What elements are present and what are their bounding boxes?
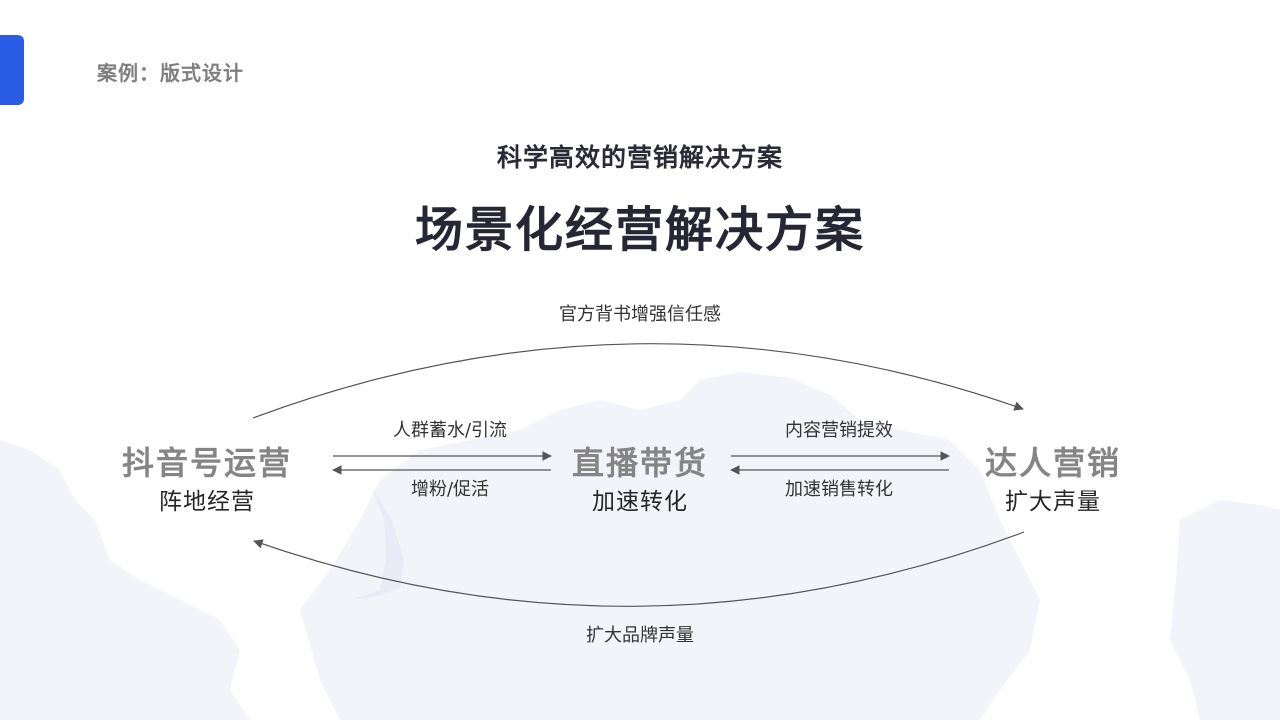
section-label: 案例：版式设计 <box>97 61 244 85</box>
node-subtitle: 阵地经营 <box>159 489 255 515</box>
label-left-forward: 人群蓄水/引流 <box>392 420 508 441</box>
page-title: 场景化经营解决方案 <box>414 202 865 258</box>
arc-top-arrow <box>252 343 1024 419</box>
map-shape-west <box>0 440 250 720</box>
label-top-arc: 官方背书增强信任感 <box>559 304 721 325</box>
arc-bottom-arrow <box>253 531 1025 607</box>
node-influencer-marketing: 达人营销 扩大声量 <box>933 443 1173 517</box>
map-shape-center <box>300 372 1040 720</box>
node-subtitle: 加速转化 <box>592 489 688 515</box>
page-subtitle: 科学高效的营销解决方案 <box>496 143 783 172</box>
accent-bar <box>0 35 24 105</box>
label-right-back: 加速销售转化 <box>785 479 893 500</box>
node-douyin-account: 抖音号运营 阵地经营 <box>87 443 327 517</box>
node-name: 抖音号运营 <box>121 444 292 482</box>
node-name: 直播带货 <box>571 444 708 482</box>
map-shape-east <box>1170 500 1280 720</box>
node-live-commerce: 直播带货 加速转化 <box>520 443 760 517</box>
label-left-back: 增粉/促活 <box>410 479 490 500</box>
node-name: 达人营销 <box>984 444 1121 482</box>
label-right-forward: 内容营销提效 <box>785 420 893 441</box>
label-bottom-arc: 扩大品牌声量 <box>586 625 694 646</box>
node-subtitle: 扩大声量 <box>1005 489 1101 515</box>
map-sail-mark <box>350 488 404 600</box>
